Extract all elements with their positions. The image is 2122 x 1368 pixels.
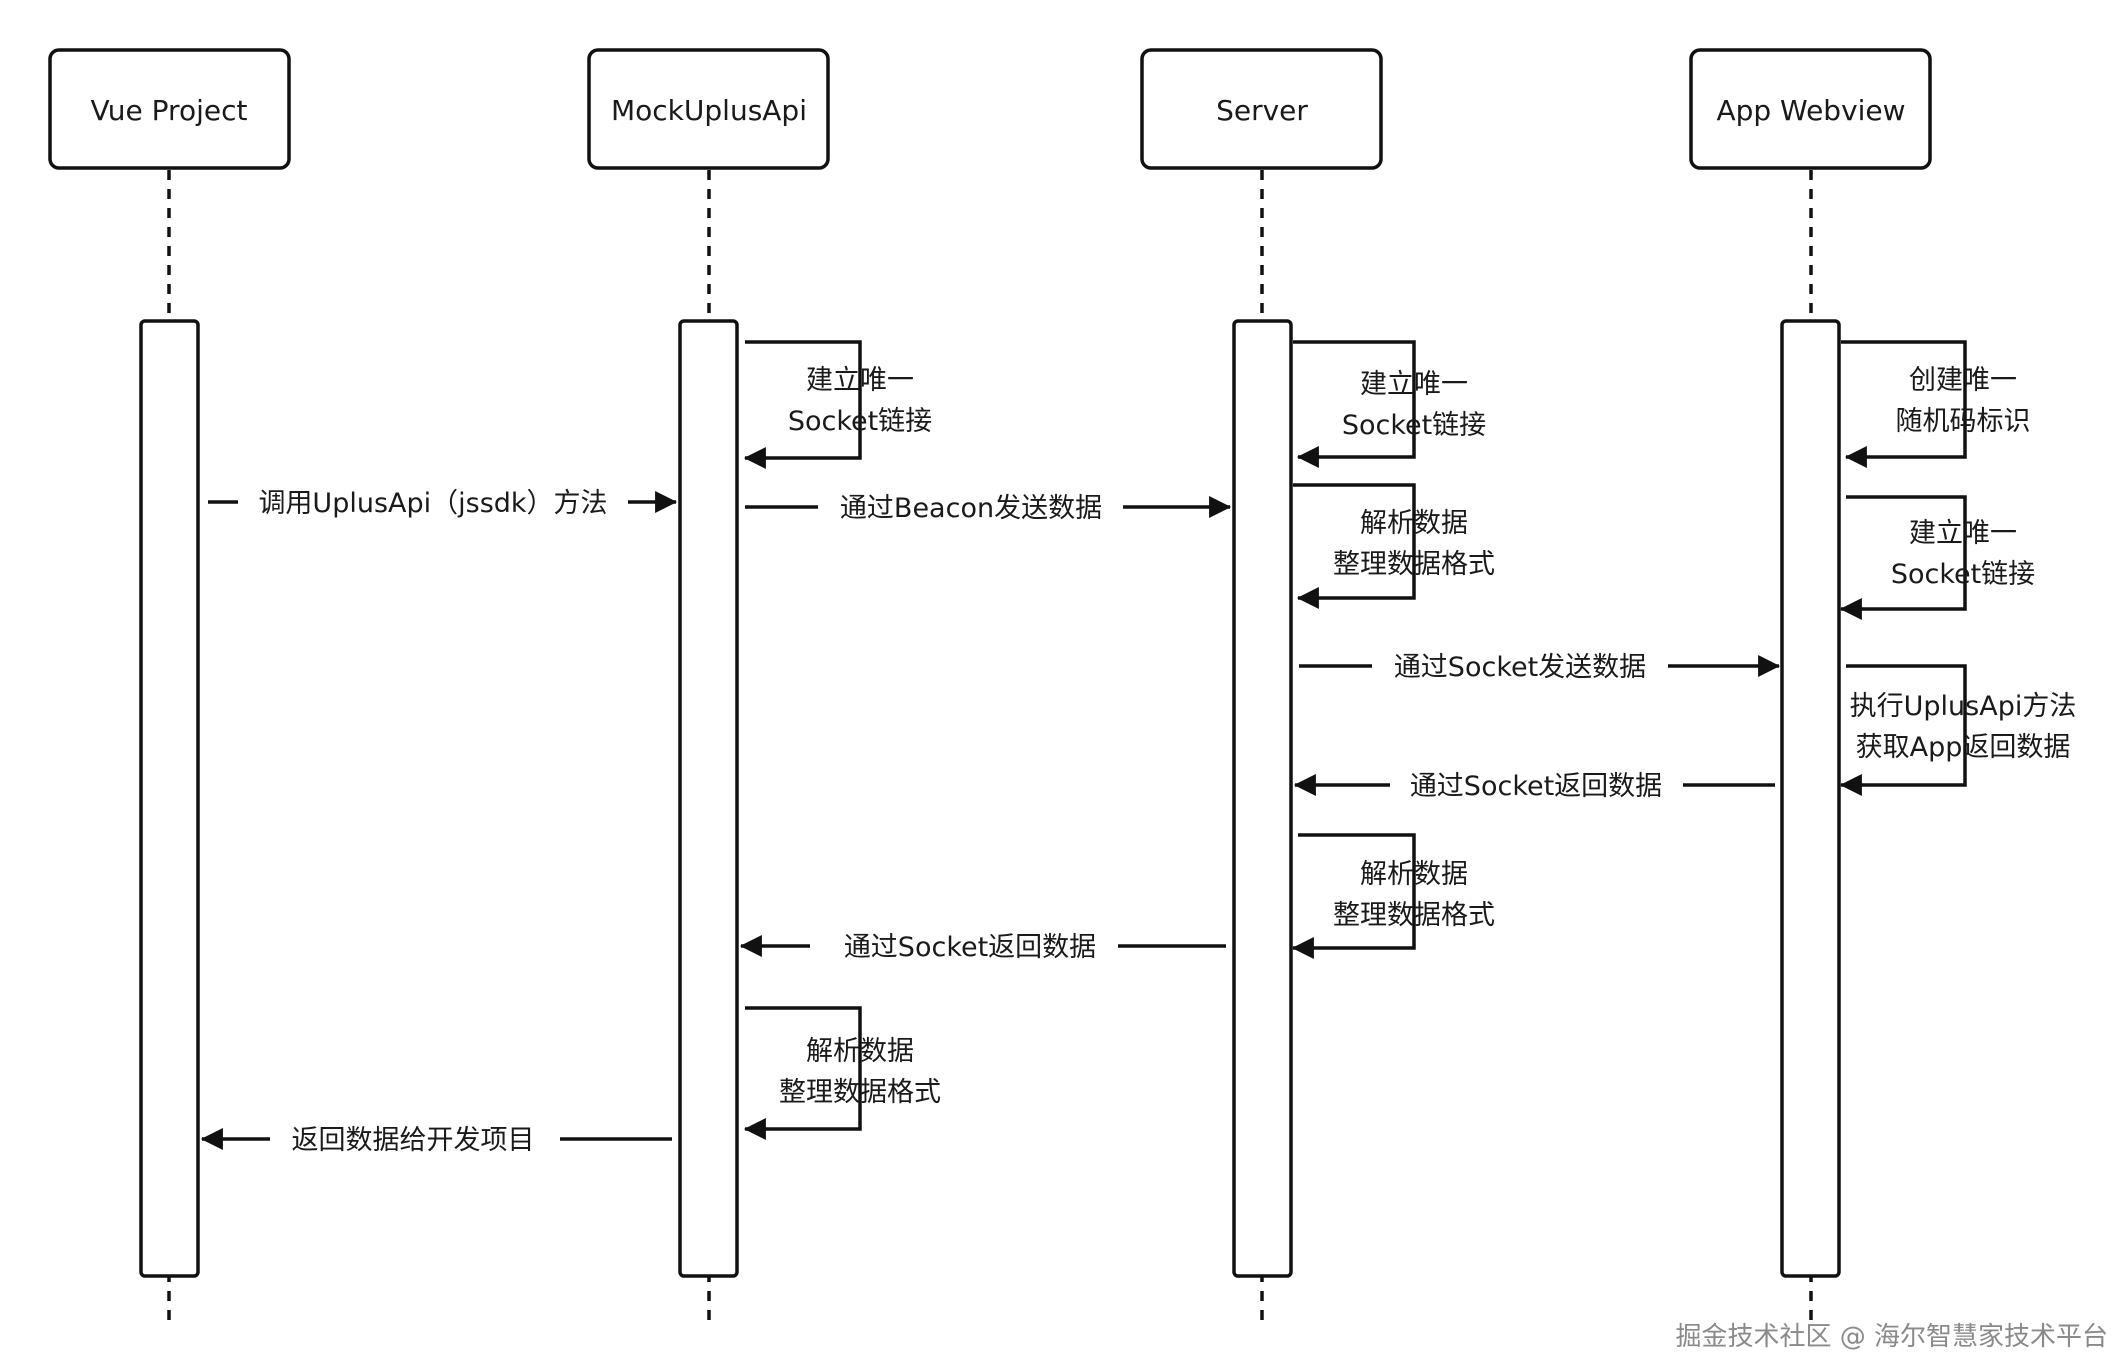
message-label: 通过Socket发送数据 [1394, 652, 1646, 683]
activation-bar-vue-project [139, 319, 200, 1278]
self-call-arrow [1291, 833, 1416, 959]
self-call-label: 解析数据 [1360, 508, 1468, 539]
self-call-label: 整理数据格式 [779, 1077, 941, 1108]
self-call-arrow [743, 1006, 862, 1140]
self-call-label: 解析数据 [1360, 859, 1468, 890]
self-call-label: 获取App返回数据 [1856, 732, 2071, 763]
self-call-arrow [1841, 340, 1967, 468]
message-label: 通过Socket返回数据 [844, 932, 1096, 963]
self-call-label: 解析数据 [806, 1036, 914, 1067]
actor-label: MockUplusApi [611, 94, 807, 127]
self-call-label: 建立唯一 [1360, 369, 1468, 400]
self-call-arrow [743, 340, 862, 469]
self-call-label: 建立唯一 [806, 365, 914, 396]
self-call-label: Socket链接 [1891, 559, 2035, 590]
actor-label: Vue Project [91, 94, 248, 127]
activation-bar-app-webview [1780, 319, 1841, 1278]
actor-label: Server [1216, 94, 1308, 127]
actor-app-webview: App Webview [1689, 48, 1932, 170]
watermark: 掘金技术社区 @ 海尔智慧家技术平台 [1675, 1322, 2108, 1352]
self-call-label: 建立唯一 [1909, 518, 2017, 549]
actor-label: App Webview [1716, 94, 1905, 127]
actor-vue-project: Vue Project [48, 48, 291, 170]
self-call-label: Socket链接 [1342, 410, 1486, 441]
self-call-label: 整理数据格式 [1333, 549, 1495, 580]
self-call-label: 创建唯一 [1909, 365, 2017, 396]
activation-bars [139, 319, 1841, 1278]
activation-bar-server [1232, 319, 1293, 1278]
self-call-arrow [1839, 495, 1967, 620]
message-label: 返回数据给开发项目 [292, 1125, 535, 1156]
message-label: 调用UplusApi（jssdk）方法 [258, 488, 607, 519]
self-call-arrow [1293, 340, 1416, 468]
activation-bar-mockuplusapi [678, 319, 739, 1278]
self-call-label: 随机码标识 [1896, 406, 2031, 437]
self-call-label: 整理数据格式 [1333, 900, 1495, 931]
self-call-label: Socket链接 [788, 406, 932, 437]
message-label: 通过Socket返回数据 [1410, 771, 1662, 802]
actor-server: Server [1140, 48, 1383, 170]
self-call-label: 执行UplusApi方法 [1850, 691, 2077, 722]
actor-mockuplusapi: MockUplusApi [587, 48, 830, 170]
message-label: 通过Beacon发送数据 [840, 493, 1102, 524]
self-call-arrow [1839, 664, 1967, 796]
self-call-arrow [1293, 483, 1416, 609]
